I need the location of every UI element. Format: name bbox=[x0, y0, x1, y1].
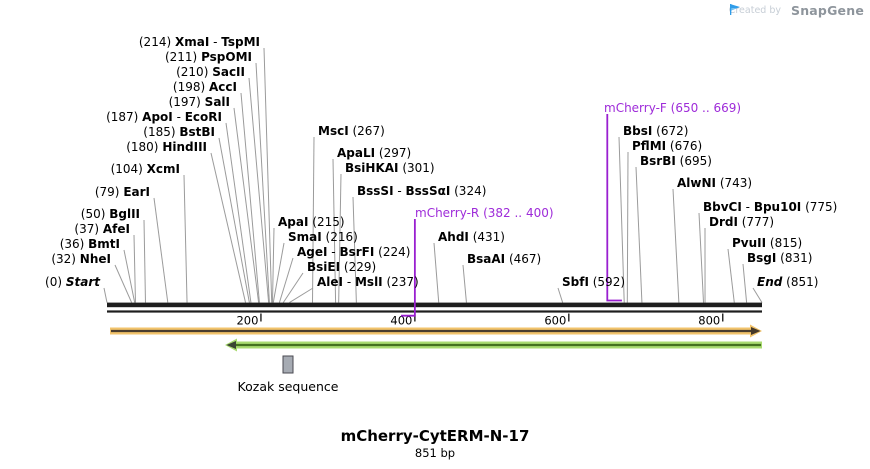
ruler-label-600: 600 bbox=[544, 314, 566, 328]
leader-BssSI-BssSαI bbox=[352, 196, 357, 303]
label-BsiHKAI: BsiHKAI (301) bbox=[345, 161, 435, 175]
leader-SbfI bbox=[557, 287, 564, 303]
label-Start: (0) Start bbox=[45, 275, 101, 289]
map-title: mCherry-CytERM-N-17 bbox=[340, 427, 530, 445]
leader-BstBI bbox=[218, 137, 250, 303]
label-NheI: (32) NheI bbox=[51, 252, 111, 266]
sequence-bar bbox=[107, 302, 762, 308]
label-HindIII: (180) HindIII bbox=[126, 140, 207, 154]
label-PflMI: PflMI (676) bbox=[632, 139, 702, 153]
leader-End bbox=[752, 287, 763, 303]
leader-ApoI-EcoRI bbox=[225, 122, 252, 303]
leader-PflMI bbox=[626, 151, 629, 303]
leader-ApaLI bbox=[332, 158, 337, 303]
label-BsgI: BsgI (831) bbox=[747, 251, 812, 265]
leader-HindIII bbox=[210, 152, 247, 303]
label-EarI: (79) EarI bbox=[95, 185, 150, 199]
label-PvuII: PvuII (815) bbox=[732, 236, 802, 250]
label-AhdI: AhdI (431) bbox=[438, 230, 505, 244]
watermark-created-by: Created by bbox=[728, 5, 781, 16]
primer-line-mCherry-F bbox=[606, 114, 622, 302]
leader-BsiEI bbox=[282, 272, 304, 303]
label-BmtI: (36) BmtI bbox=[60, 237, 120, 251]
label-PspOMI: (211) PspOMI bbox=[165, 50, 252, 64]
label-BsiEI: BsiEI (229) bbox=[307, 260, 376, 274]
label-mCherry-R: mCherry-R (382 .. 400) bbox=[415, 206, 554, 220]
leader-XcmI bbox=[183, 174, 188, 303]
leader-BsiHKAI bbox=[338, 173, 342, 303]
watermark-brand: SnapGene bbox=[791, 3, 864, 18]
leader-MscI bbox=[312, 136, 315, 303]
watermark: Created by SnapGene bbox=[729, 3, 864, 18]
kozak-sequence-label: Kozak sequence bbox=[237, 379, 339, 394]
label-MscI: MscI (267) bbox=[318, 124, 385, 138]
label-XmaI-TspMI: (214) XmaI - TspMI bbox=[139, 35, 260, 49]
bottom-strand-arrow-core-head bbox=[226, 341, 236, 349]
leader-AhdI bbox=[433, 242, 440, 303]
leader-BbsI bbox=[618, 136, 625, 303]
label-BglII: (50) BglII bbox=[81, 207, 140, 221]
leader-EarI bbox=[153, 197, 169, 303]
leader-ApaI bbox=[271, 227, 275, 303]
label-mCherry-F: mCherry-F (650 .. 669) bbox=[604, 101, 741, 115]
label-AccI: (198) AccI bbox=[173, 80, 237, 94]
label-AlwNI: AlwNI (743) bbox=[677, 176, 752, 190]
map-length: 851 bp bbox=[414, 446, 456, 460]
leader-PvuII bbox=[727, 248, 735, 303]
leader-BbvCI-Bpu10I bbox=[698, 212, 705, 303]
leader-AccI bbox=[240, 92, 260, 303]
sequence-bar-bottom-strand bbox=[107, 310, 762, 313]
ruler-label-800: 800 bbox=[698, 314, 720, 328]
label-BssSI-BssSαI: BssSI - BssSαI (324) bbox=[357, 184, 486, 198]
leader-XmaI-TspMI bbox=[263, 47, 273, 303]
leader-Start bbox=[103, 287, 108, 303]
primer-line-mCherry-R bbox=[401, 219, 416, 317]
leader-BsgI bbox=[742, 263, 748, 303]
leader-SacII bbox=[248, 77, 270, 303]
leader-SalI bbox=[233, 107, 260, 303]
label-BsaAI: BsaAI (467) bbox=[467, 252, 541, 266]
leader-BsaAI bbox=[462, 264, 467, 303]
label-ApoI-EcoRI: (187) ApoI - EcoRI bbox=[106, 110, 222, 124]
label-SbfI: SbfI (592) bbox=[562, 275, 625, 289]
label-End: End (851) bbox=[757, 275, 818, 289]
label-SmaI: SmaI (216) bbox=[288, 230, 358, 244]
label-DrdI: DrdI (777) bbox=[709, 215, 774, 229]
label-ApaI: ApaI (215) bbox=[278, 215, 345, 229]
ruler-label-200: 200 bbox=[236, 314, 258, 328]
kozak-box bbox=[282, 355, 294, 374]
label-AleI-MslI: AleI - MslI (237) bbox=[317, 275, 419, 289]
leader-AleI-MslI bbox=[289, 287, 314, 304]
leader-PspOMI bbox=[255, 62, 270, 303]
label-XcmI: (104) XcmI bbox=[111, 162, 180, 176]
label-BsrBI: BsrBI (695) bbox=[640, 154, 712, 168]
label-BbsI: BbsI (672) bbox=[623, 124, 688, 138]
leader-BmtI bbox=[123, 249, 136, 303]
leader-BglII bbox=[143, 219, 146, 303]
leader-AfeI bbox=[133, 234, 136, 303]
label-SacII: (210) SacII bbox=[176, 65, 245, 79]
label-AgeI-BsrFI: AgeI - BsrFI (224) bbox=[297, 245, 410, 259]
ruler-label-400: 400 bbox=[390, 314, 412, 328]
label-SalI: (197) SalI bbox=[169, 95, 230, 109]
label-BstBI: (185) BstBI bbox=[143, 125, 215, 139]
label-AfeI: (37) AfeI bbox=[74, 222, 130, 236]
label-BbvCI-Bpu10I: BbvCI - Bpu10I (775) bbox=[703, 200, 837, 214]
leader-BsrBI bbox=[635, 166, 643, 303]
top-strand-arrow-core-head bbox=[751, 327, 761, 335]
leader-AlwNI bbox=[672, 188, 680, 303]
label-ApaLI: ApaLI (297) bbox=[337, 146, 411, 160]
leader-AgeI-BsrFI bbox=[278, 257, 294, 303]
leader-SmaI bbox=[272, 242, 285, 303]
leader-NheI bbox=[114, 264, 133, 303]
